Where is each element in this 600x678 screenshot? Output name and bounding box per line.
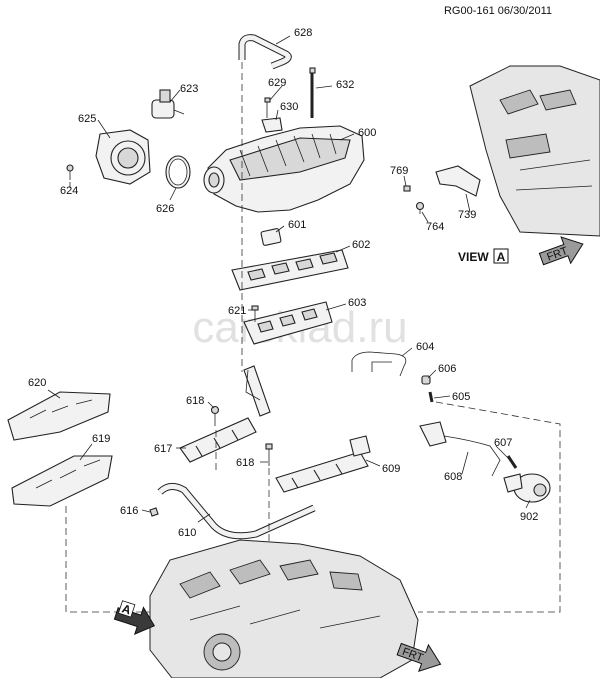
callout-630: 630 — [280, 101, 298, 113]
stud-607 — [506, 455, 518, 469]
engine-view-a — [469, 65, 600, 237]
assembly-guide-lines — [65, 62, 561, 613]
callout-902: 902 — [520, 511, 538, 523]
fuel-pump-902 — [503, 473, 551, 503]
callout-601: 601 — [288, 219, 306, 231]
bracket-739 — [435, 165, 481, 197]
callout-632: 632 — [336, 79, 354, 91]
engine-assembly — [149, 539, 419, 678]
callout-605: 605 — [452, 391, 470, 403]
callout-626: 626 — [156, 203, 174, 215]
callout-628: 628 — [294, 27, 312, 39]
leader-lines — [47, 35, 531, 523]
intake-manifold-600 — [203, 125, 365, 213]
fuel-feed-pipe-604 — [351, 351, 407, 377]
diagram-reference: RG00-161 06/30/2011 — [444, 5, 552, 17]
callout-739: 739 — [458, 209, 476, 221]
callout-600: 600 — [358, 127, 376, 139]
throttle-body-625 — [95, 129, 151, 185]
callout-618-lower: 618 — [236, 457, 254, 469]
callout-629: 629 — [268, 77, 286, 89]
callout-618-upper: 618 — [186, 395, 204, 407]
bracket-630 — [261, 117, 283, 133]
front-arrow-bottom: FRT — [396, 642, 442, 672]
callout-764: 764 — [426, 221, 444, 233]
callout-603: 603 — [348, 297, 366, 309]
callout-616: 616 — [120, 505, 138, 517]
bolt-629 — [264, 97, 271, 118]
callout-labels: 628 629 630 632 623 625 600 624 626 601 … — [28, 27, 538, 539]
callout-606: 606 — [438, 363, 456, 375]
callout-607: 607 — [494, 437, 512, 449]
bolt-618-lower — [265, 443, 273, 466]
front-arrow-top-label: FRT — [545, 245, 569, 264]
view-a-arrow: A — [113, 600, 156, 636]
fuel-injector-cover-619 — [11, 455, 113, 507]
callout-624: 624 — [60, 185, 78, 197]
fuel-rail-617 — [179, 365, 271, 463]
bolt-618-upper — [210, 405, 220, 426]
pipe-605 — [428, 391, 434, 403]
callout-610: 610 — [178, 527, 196, 539]
callout-617: 617 — [154, 443, 172, 455]
gasket-601 — [260, 228, 282, 246]
gasket-set-603 — [243, 301, 333, 345]
callout-625: 625 — [78, 113, 96, 125]
bolt-769 — [403, 185, 411, 192]
callout-604: 604 — [416, 341, 434, 353]
purge-valve-623 — [151, 89, 185, 119]
callout-609: 609 — [382, 463, 400, 475]
clip-616 — [149, 507, 159, 517]
bolt-621 — [251, 305, 259, 322]
view-label-text: VIEW — [458, 250, 489, 264]
bolt-624 — [66, 164, 74, 180]
fuel-rail-609 — [275, 435, 371, 493]
stud-632 — [309, 67, 316, 118]
view-label-letter: A — [497, 250, 506, 264]
callout-619: 619 — [92, 433, 110, 445]
fuel-pipe-608 — [419, 421, 501, 477]
bolt-764 — [415, 201, 425, 214]
fuel-pipe-604-branch — [371, 361, 392, 372]
front-arrow-top: FRT — [538, 236, 584, 266]
callout-621: 621 — [228, 305, 246, 317]
fuel-rail-insulator-620 — [7, 391, 111, 441]
callout-620: 620 — [28, 377, 46, 389]
callout-602: 602 — [352, 239, 370, 251]
callout-608: 608 — [444, 471, 462, 483]
view-a-label: VIEW A — [458, 248, 509, 264]
callout-769: 769 — [390, 165, 408, 177]
gasket-set-602 — [231, 249, 349, 291]
callout-623: 623 — [180, 83, 198, 95]
